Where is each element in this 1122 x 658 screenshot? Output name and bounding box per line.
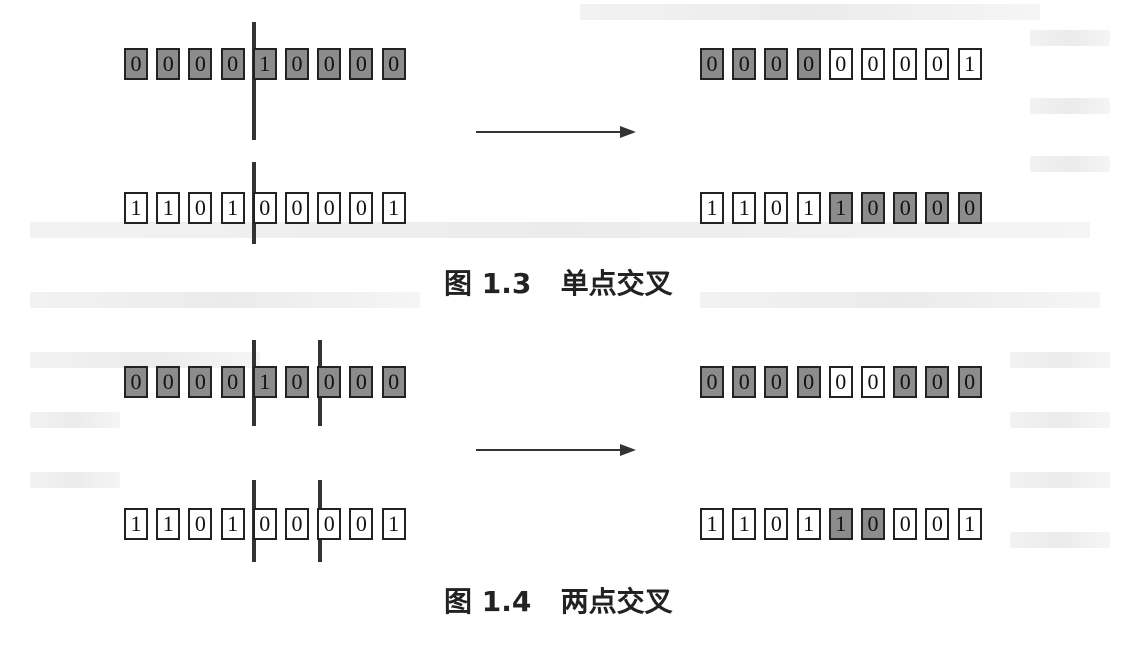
fig13-child-a-gene: 0 [925, 48, 950, 80]
fig14-parent-a-gene: 0 [124, 366, 148, 398]
fig13-parent-a-gene: 0 [124, 48, 148, 80]
fig13-child-a-gene: 0 [700, 48, 724, 80]
fig13-parent-b-gene: 1 [156, 192, 181, 224]
background-text-line [1030, 98, 1110, 114]
background-text-line [30, 352, 260, 368]
fig13-parent-b-gene: 0 [349, 192, 374, 224]
fig13-parent-a-gene: 0 [349, 48, 374, 80]
fig13-parent-b-gene: 0 [188, 192, 213, 224]
fig13-child-a-gene: 0 [861, 48, 885, 80]
fig14-parent-a-gene: 0 [156, 366, 181, 398]
crossover-cut-line [252, 22, 256, 140]
fig13-parent-a-gene: 0 [381, 48, 406, 80]
figure-1-4-caption: 图 1.4 两点交叉 [444, 585, 673, 618]
fig13-child-b-gene: 1 [732, 192, 757, 224]
fig13-parent-b-gene: 0 [285, 192, 309, 224]
background-text-line [1010, 472, 1110, 488]
fig13-parent-b-gene: 0 [317, 192, 342, 224]
fig14-child-b-gene: 1 [732, 508, 757, 540]
fig13-parent-a-gene: 0 [188, 48, 213, 80]
fig13-child-a-gene: 0 [764, 48, 789, 80]
fig13-parent-b-gene: 0 [252, 192, 277, 224]
fig13-parent-a-gene: 0 [220, 48, 245, 80]
background-text-line [1010, 352, 1110, 368]
fig14-child-b-gene: 1 [828, 508, 853, 540]
fig14-parent-a-gene: 0 [285, 366, 309, 398]
fig13-child-b-gene: 1 [828, 192, 853, 224]
background-text-line [30, 412, 120, 428]
fig14-parent-a-gene: 0 [317, 366, 342, 398]
fig14-child-a-gene: 0 [925, 366, 950, 398]
fig14-parent-a-gene: 0 [188, 366, 213, 398]
fig14-parent-b-gene: 0 [188, 508, 213, 540]
fig14-child-a-gene: 0 [957, 366, 982, 398]
fig13-child-b-gene: 0 [893, 192, 918, 224]
fig14-child-b-gene: 1 [957, 508, 982, 540]
fig14-parent-b-gene: 1 [220, 508, 245, 540]
fig14-child-b-gene: 1 [796, 508, 821, 540]
background-text-line [30, 292, 420, 308]
fig14-child-a-gene: 0 [732, 366, 757, 398]
fig14-child-a-gene: 0 [796, 366, 821, 398]
background-text-line [30, 222, 1090, 238]
fig14-child-a-gene: 0 [700, 366, 724, 398]
fig13-child-a-gene: 0 [828, 48, 853, 80]
fig14-parent-b-gene: 0 [252, 508, 277, 540]
fig13-parent-a-gene: 1 [252, 48, 277, 80]
fig14-child-b-gene: 0 [893, 508, 918, 540]
arrow-line [476, 449, 622, 451]
fig14-child-a-gene: 0 [861, 366, 885, 398]
background-text-line [700, 292, 1100, 308]
fig14-parent-a-gene: 1 [252, 366, 277, 398]
fig13-child-b-gene: 0 [957, 192, 982, 224]
fig13-child-b-gene: 1 [796, 192, 821, 224]
fig14-child-a-gene: 0 [828, 366, 853, 398]
figure-1-3-caption: 图 1.3 单点交叉 [444, 267, 673, 300]
fig13-parent-b-gene: 1 [381, 192, 406, 224]
fig13-child-a-gene: 0 [796, 48, 821, 80]
fig13-child-b-gene: 1 [700, 192, 724, 224]
arrow-head-icon [620, 444, 636, 456]
fig13-parent-a-gene: 0 [285, 48, 309, 80]
background-text-line [1010, 532, 1110, 548]
background-text-line [1030, 156, 1110, 172]
fig14-child-b-gene: 0 [861, 508, 885, 540]
fig13-parent-a-gene: 0 [317, 48, 342, 80]
fig14-parent-b-gene: 0 [285, 508, 309, 540]
background-text-line [30, 472, 120, 488]
fig14-parent-b-gene: 0 [317, 508, 342, 540]
fig14-child-b-gene: 0 [764, 508, 789, 540]
fig14-child-b-gene: 1 [700, 508, 724, 540]
fig13-child-b-gene: 0 [925, 192, 950, 224]
fig14-parent-a-gene: 0 [349, 366, 374, 398]
fig14-parent-a-gene: 0 [381, 366, 406, 398]
fig14-parent-b-gene: 0 [349, 508, 374, 540]
background-text-line [1030, 30, 1110, 46]
fig13-parent-b-gene: 1 [220, 192, 245, 224]
fig13-child-b-gene: 0 [861, 192, 885, 224]
fig14-parent-b-gene: 1 [381, 508, 406, 540]
fig14-child-a-gene: 0 [764, 366, 789, 398]
fig13-child-a-gene: 0 [732, 48, 757, 80]
fig14-child-b-gene: 0 [925, 508, 950, 540]
background-text-line [580, 4, 1040, 20]
fig14-parent-b-gene: 1 [156, 508, 181, 540]
fig13-parent-b-gene: 1 [124, 192, 148, 224]
background-text-line [1010, 412, 1110, 428]
fig13-child-a-gene: 1 [957, 48, 982, 80]
fig14-parent-a-gene: 0 [220, 366, 245, 398]
arrow-head-icon [620, 126, 636, 138]
fig13-child-b-gene: 0 [764, 192, 789, 224]
fig14-parent-b-gene: 1 [124, 508, 148, 540]
fig13-parent-a-gene: 0 [156, 48, 181, 80]
fig13-child-a-gene: 0 [893, 48, 918, 80]
fig14-child-a-gene: 0 [893, 366, 918, 398]
arrow-line [476, 131, 622, 133]
